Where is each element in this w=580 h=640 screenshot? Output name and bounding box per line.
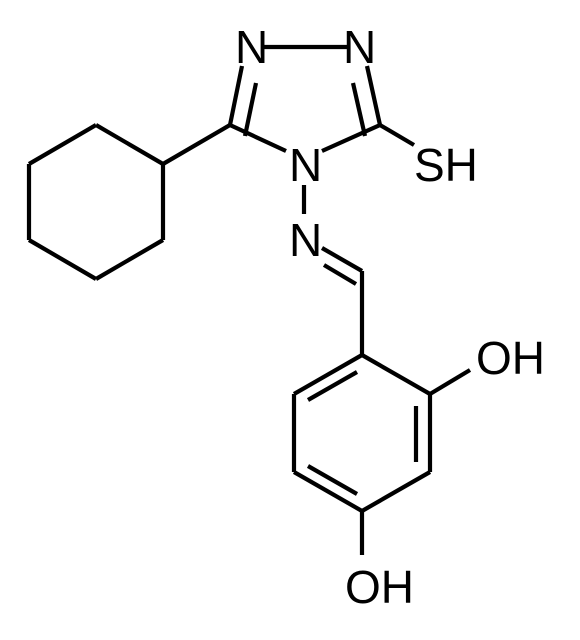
bond [27, 238, 98, 281]
bond [428, 368, 472, 396]
atom-label-n: N [343, 21, 376, 73]
bond [94, 238, 165, 281]
bond [321, 123, 381, 153]
atom-label-oh: OH [345, 561, 414, 613]
bond [229, 123, 287, 153]
bond [227, 65, 245, 126]
atom-label-sh: SH [414, 139, 478, 191]
bond [378, 123, 416, 147]
bond [161, 123, 232, 166]
bond [360, 470, 432, 513]
benzene-ring [291, 353, 433, 513]
atom-label-oh: OH [476, 332, 545, 384]
bond [306, 464, 359, 496]
atom-label-n: N [289, 214, 322, 266]
atom-label-n: N [289, 139, 322, 191]
bond [350, 82, 368, 137]
triazole-ring [227, 44, 383, 153]
bond [320, 246, 364, 273]
bond [306, 370, 359, 402]
atom-label-n: N [235, 21, 268, 73]
bond [364, 65, 383, 126]
bond [292, 353, 364, 396]
cyclohexyl-ring [26, 123, 166, 281]
bond [242, 82, 259, 137]
bond [322, 263, 358, 286]
bond [94, 123, 165, 166]
bond [292, 470, 364, 513]
bond [27, 123, 98, 166]
bond [360, 353, 432, 396]
